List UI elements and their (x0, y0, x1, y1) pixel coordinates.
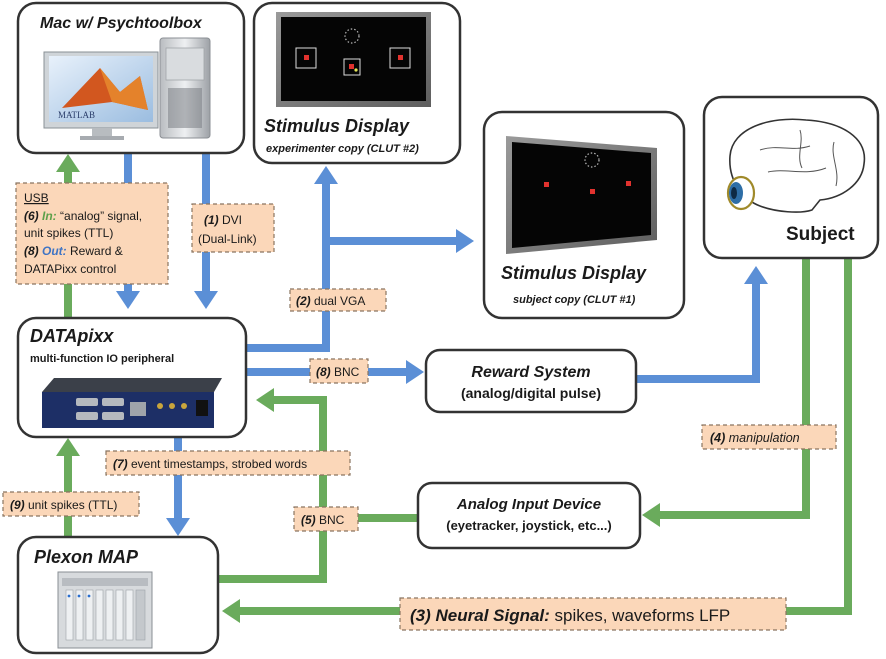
analog-node: Analog Input Device (eyetracker, joystic… (416, 481, 642, 550)
manipulation-text: (4) manipulation (710, 431, 800, 445)
label-usb: USB (6) In: “analog” signal, unit spikes… (15, 182, 169, 285)
vga-text: (2) dual VGA (296, 294, 365, 308)
datapixx-device-icon (42, 378, 222, 428)
arrow-plexon-to-datapixx-bnc (218, 388, 327, 583)
monkey-brain-icon (726, 118, 866, 213)
reward-title: Reward System (471, 364, 590, 381)
mac-title: Mac w/ Psychtoolbox (40, 15, 203, 32)
matlab-logo-text: MATLAB (58, 110, 95, 120)
label-vga: (2) dual VGA (289, 288, 387, 312)
bnc-reward-text: (8) BNC (316, 365, 360, 379)
plexon-title: Plexon MAP (34, 547, 139, 567)
usb-line-in: (6) In: “analog” signal, (24, 209, 142, 223)
label-unit-spikes: (9) unit spikes (TTL) (2, 491, 140, 517)
arrow-plexon-to-datapixx (56, 438, 80, 537)
arrows (56, 153, 852, 623)
stim-exp-subtitle: experimenter copy (CLUT #2) (266, 143, 419, 155)
label-bnc-analog: (5) BNC (293, 506, 359, 532)
bnc-analog-text: (5) BNC (301, 513, 345, 527)
plexon-node: Plexon MAP (16, 535, 220, 655)
events-text: (7) event timestamps, strobed words (113, 457, 307, 471)
stim-subj-node: Stimulus Display subject copy (CLUT #1) (482, 110, 686, 320)
neural-text: (3) Neural Signal: spikes, waveforms LFP (410, 606, 730, 625)
dvi-line1: (1) DVI (204, 213, 242, 227)
label-events: (7) event timestamps, strobed words (105, 450, 351, 476)
monitor-icon (276, 12, 431, 107)
arrow-datapixx-to-stim-subj (326, 229, 474, 253)
analog-title: Analog Input Device (456, 496, 601, 513)
reward-node: Reward System (analog/digital pulse) (424, 348, 638, 414)
arrow-reward-to-subject (636, 266, 768, 383)
monitor-icon-subject (506, 136, 657, 254)
unit-spikes-text: (9) unit spikes (TTL) (10, 498, 117, 512)
usb-line-out: (8) Out: Reward & (24, 244, 123, 258)
arrow-datapixx-to-stim-exp (246, 166, 338, 352)
dvi-line2: (Dual-Link) (198, 232, 257, 246)
datapixx-title: DATApixx (30, 326, 114, 346)
usb-line-in-2: unit spikes (TTL) (24, 226, 113, 240)
label-neural: (3) Neural Signal: spikes, waveforms LFP (399, 597, 787, 631)
mac-node: Mac w/ Psychtoolbox MATLAB (16, 1, 246, 155)
stim-subj-subtitle: subject copy (CLUT #1) (513, 294, 636, 306)
stim-exp-title: Stimulus Display (264, 116, 410, 136)
stim-exp-node: Stimulus Display experimenter copy (CLUT… (252, 1, 462, 165)
label-dvi: (1) DVI (Dual-Link) (191, 203, 275, 253)
usb-heading: USB (24, 191, 49, 205)
subject-node: Subject (702, 95, 880, 260)
computer-matlab-icon: MATLAB (43, 37, 211, 140)
label-bnc-reward: (8) BNC (309, 358, 369, 384)
label-manipulation: (4) manipulation (701, 424, 837, 450)
usb-line-out-2: DATAPixx control (24, 262, 116, 276)
reward-subtitle: (analog/digital pulse) (461, 385, 601, 401)
datapixx-node: DATApixx multi-function IO peripheral (16, 316, 248, 439)
analog-subtitle: (eyetracker, joystick, etc...) (446, 518, 611, 533)
arrow-subject-to-analog (642, 258, 810, 527)
plexon-rack-icon (57, 571, 153, 649)
datapixx-subtitle: multi-function IO peripheral (30, 353, 174, 365)
subject-title: Subject (786, 224, 855, 245)
stim-subj-title: Stimulus Display (501, 263, 647, 283)
